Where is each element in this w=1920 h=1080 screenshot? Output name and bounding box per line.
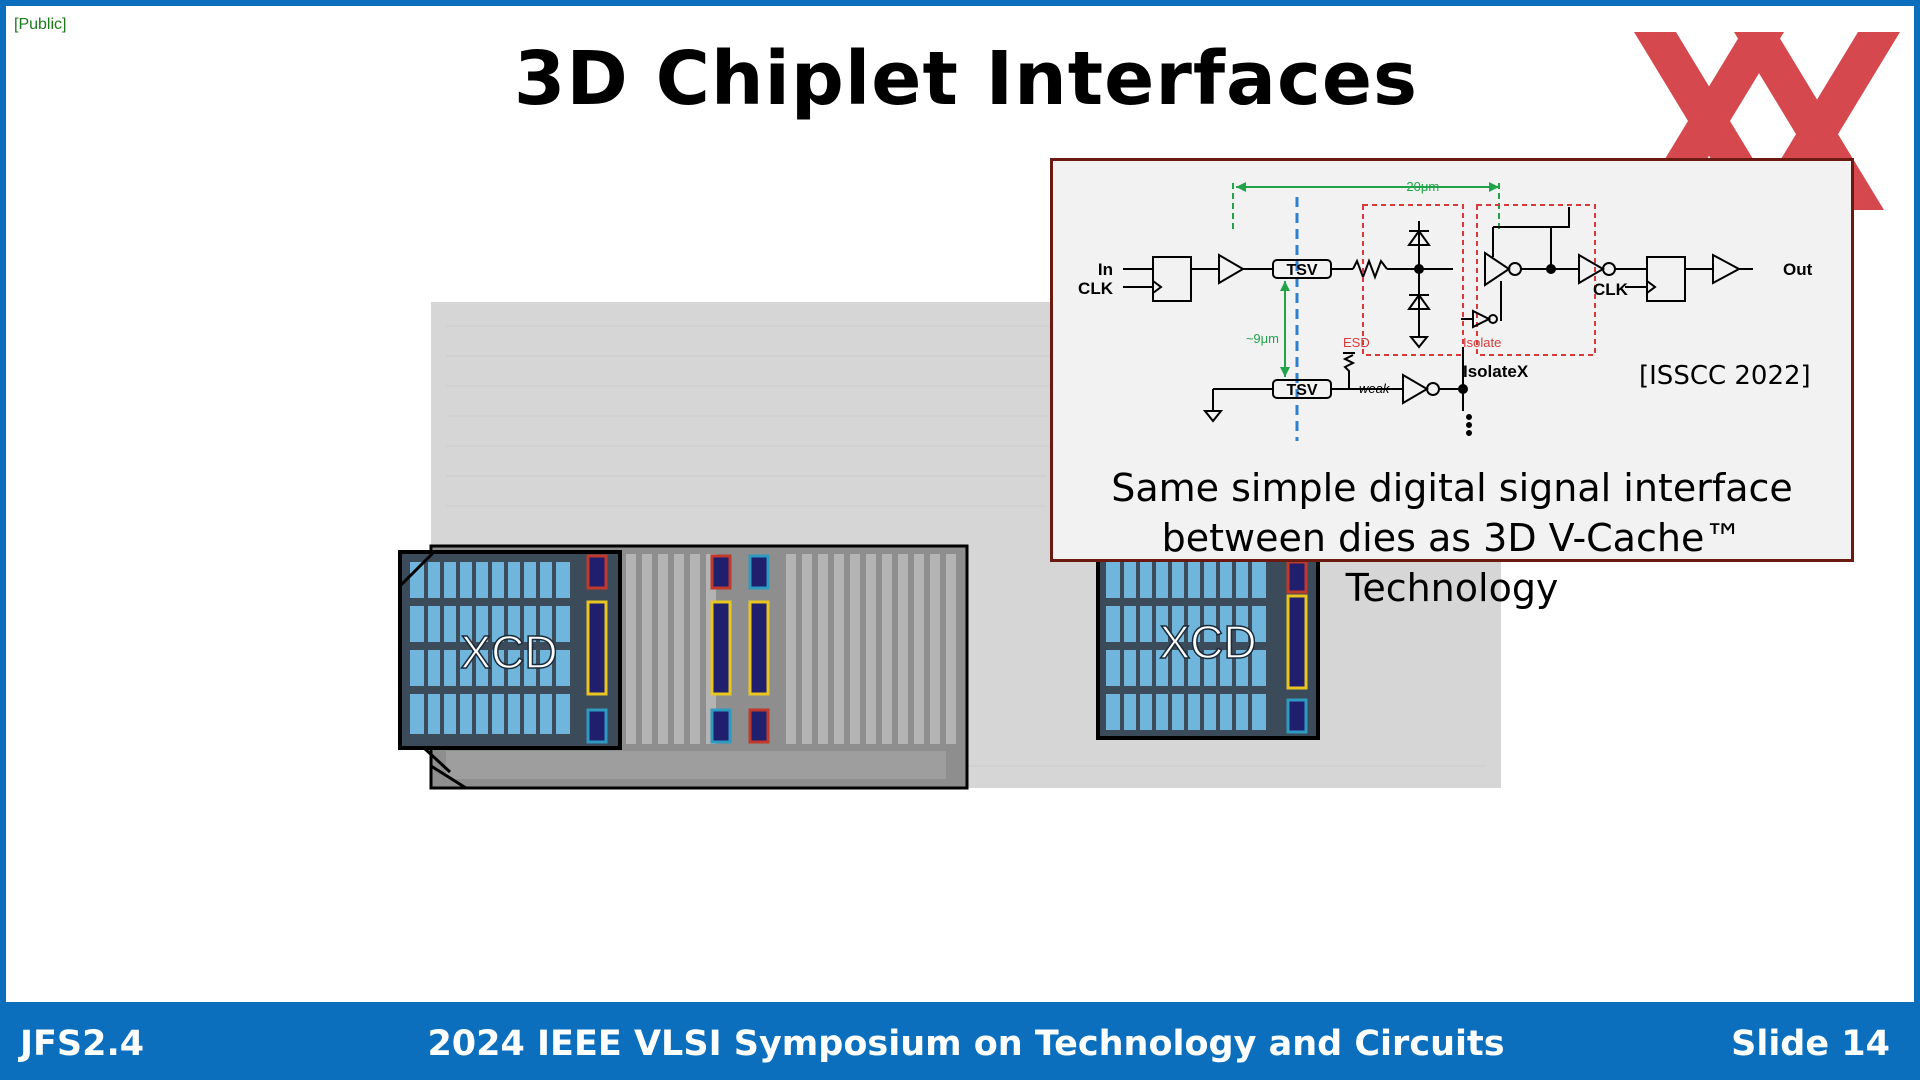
footer-slide-number: Slide 14 <box>1731 1024 1890 1064</box>
xcd-label-right: XCD <box>1159 616 1256 668</box>
io-blocks-center <box>710 554 770 744</box>
xcd-label-left: XCD <box>460 626 557 678</box>
schematic-dimension-9: ~9μm <box>1246 331 1279 346</box>
schematic-isolate-label: Isolate <box>1463 335 1501 350</box>
footer-session-id: JFS2.4 <box>20 1024 145 1064</box>
xcd-die-right <box>1096 550 1320 740</box>
tsv-interface-schematic: In CLK TSV TSV IsolateX CLK Out ~20μm ~9… <box>1078 179 1813 441</box>
schematic-in-label: In <box>1098 260 1113 279</box>
callout-text: Same simple digital signal interface bet… <box>1053 463 1851 613</box>
schematic-weak-label: weak <box>1359 381 1391 396</box>
slide-title: 3D Chiplet Interfaces <box>513 36 1419 122</box>
interface-callout: In CLK TSV TSV IsolateX CLK Out ~20μm ~9… <box>1050 158 1854 610</box>
schematic-out-label: Out <box>1783 260 1813 279</box>
schematic-clk-out-label: CLK <box>1593 280 1629 299</box>
callout-line-1: Same simple digital signal interface <box>1111 466 1793 510</box>
footer-conference: 2024 IEEE VLSI Symposium on Technology a… <box>427 1024 1505 1064</box>
footer-bar: JFS2.4 2024 IEEE VLSI Symposium on Techn… <box>6 1002 1914 1080</box>
schematic-clk-in-label: CLK <box>1078 279 1114 298</box>
xcd-die-left <box>398 550 622 774</box>
schematic-isolatex-label: IsolateX <box>1463 362 1529 381</box>
io-die-left-grid <box>446 554 956 779</box>
schematic-tsv-top-label: TSV <box>1286 262 1317 279</box>
schematic-tsv-bottom-label: TSV <box>1286 382 1317 399</box>
citation: [ISSCC 2022] <box>1639 361 1811 391</box>
schematic-esd-label: ESD <box>1343 335 1370 350</box>
classification-label: [Public] <box>14 16 67 33</box>
schematic-dimension-20: ~20μm <box>1399 179 1439 194</box>
callout-line-2: between dies as 3D V-Cache™ Technology <box>1161 516 1743 610</box>
